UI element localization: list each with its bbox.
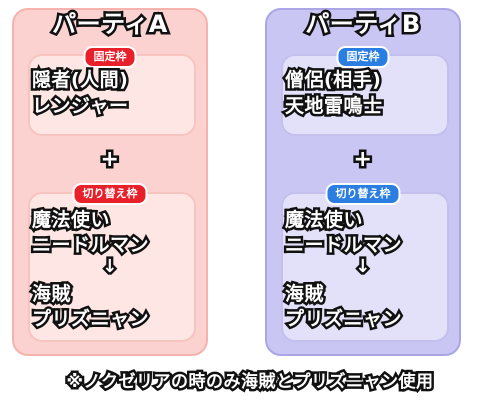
party-b-panel: パーティB 固定枠 僧侶(相手) 天地雷鳴士 + 切り替え枠 魔法使い ニードル… (265, 8, 461, 356)
party-a-switch-member-3: 海賊 (29, 281, 73, 308)
party-b-switch-member-2: ニードルマン (282, 232, 404, 259)
party-a-switch-slot (28, 192, 196, 342)
party-b-plus-sign: + (351, 145, 374, 175)
party-b-fixed-member-2: 天地雷鳴士 (283, 93, 385, 120)
party-b-switch-badge: 切り替え枠 (325, 183, 401, 205)
party-b-fixed-member-1: 僧侶(相手) (282, 67, 383, 94)
party-a-switch-member-2: ニードルマン (29, 232, 151, 259)
footnote: ※ノクゼリアの時のみ海賊とプリズニャン使用 (64, 370, 436, 395)
party-b-switch-member-3: 海賊 (282, 281, 326, 308)
party-a-switch-badge: 切り替え枠 (72, 183, 148, 205)
party-a-switch-member-4: プリズニャン (29, 306, 151, 333)
party-b-switch-slot (281, 192, 449, 342)
party-b-down-arrow-icon: ↓ (353, 254, 373, 280)
party-a-switch-member-1: 魔法使い (29, 207, 112, 234)
party-a-plus-sign: + (98, 145, 121, 175)
party-a-panel: パーティA 固定枠 隠者(人間) レンジャー + 切り替え枠 魔法使い ニードル… (12, 8, 208, 356)
party-a-fixed-member-2: レンジャー (30, 93, 131, 120)
party-b-switch-member-1: 魔法使い (282, 207, 365, 234)
party-b-title: パーティB (303, 8, 423, 41)
party-b-switch-member-4: プリズニャン (282, 306, 404, 333)
party-a-down-arrow-icon: ↓ (100, 254, 120, 280)
party-b-fixed-badge: 固定枠 (336, 46, 390, 68)
party-a-fixed-badge: 固定枠 (83, 46, 137, 68)
party-a-fixed-member-1: 隠者(人間) (29, 67, 130, 94)
party-a-title: パーティA (50, 8, 170, 41)
